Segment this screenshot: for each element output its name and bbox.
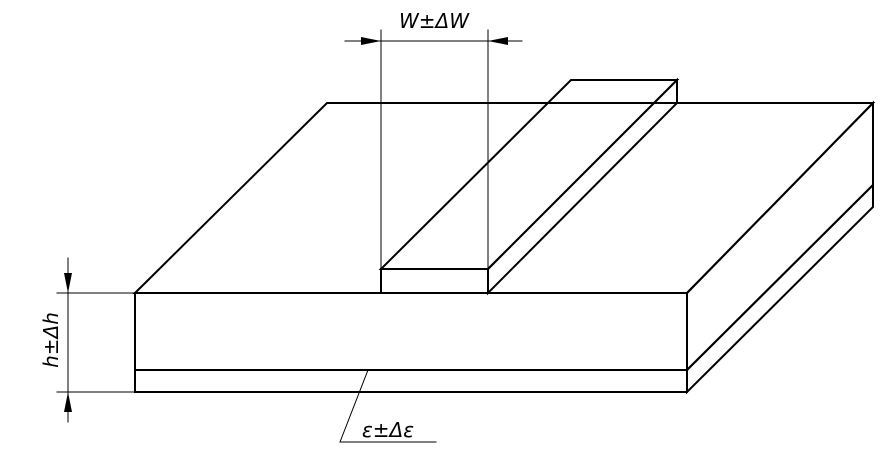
height-label: h±Δh: [39, 312, 63, 368]
strip-front-face: [380, 268, 489, 294]
permittivity-label: ε±Δε: [362, 418, 414, 442]
permittivity-leader-line: [339, 369, 437, 443]
ground-plane-front-face: [134, 369, 688, 393]
height-arrow-bottom-icon: [64, 392, 72, 412]
substrate-front-face: [134, 292, 688, 371]
width-arrow-right-icon: [488, 37, 508, 45]
strip-top-face: [378, 79, 680, 270]
substrate-side-face: [686, 100, 874, 373]
width-label: W±ΔW: [399, 9, 470, 33]
substrate-top-face: [132, 102, 876, 294]
ground-side-face: [686, 182, 874, 395]
strip-side-face: [487, 77, 678, 296]
width-arrow-left-icon: [361, 37, 381, 45]
height-arrow-top-icon: [64, 273, 72, 293]
